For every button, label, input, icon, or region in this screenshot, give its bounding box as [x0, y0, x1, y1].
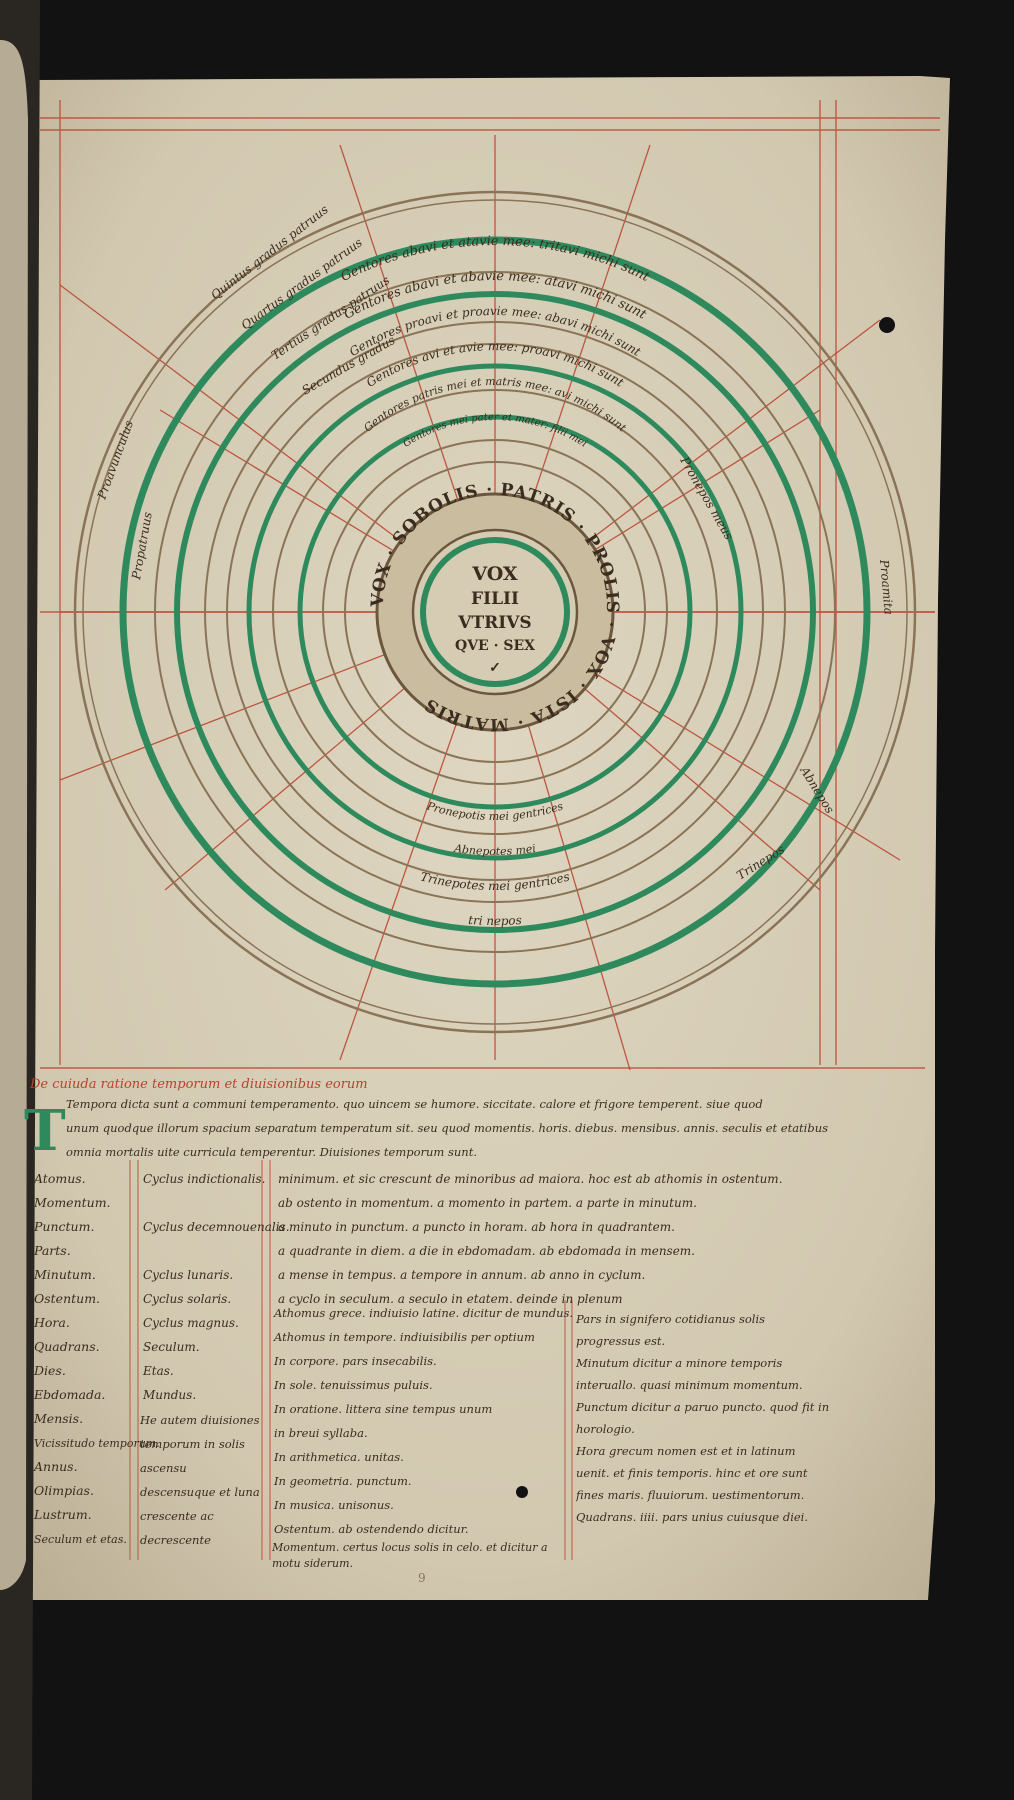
col3-line: a mense in tempus. a tempore in annum. a…: [278, 1268, 645, 1282]
paragraph-line: omnia mortalis uite curricula temperentu…: [66, 1145, 477, 1159]
col1-item: Annus.: [33, 1459, 78, 1474]
definition-right-item: Hora grecum nomen est et in latinum ueni…: [576, 1444, 808, 1502]
definition-right-item: Minutum dicitur a minore temporis interu…: [576, 1356, 803, 1392]
col2-note-box: He autem diuisiones temporum in solis as…: [140, 1413, 260, 1558]
ring-ochre: [272, 389, 718, 835]
ring-ochre: [226, 343, 764, 881]
definition-line: Ostentum. ab ostendendo dicitur.: [274, 1522, 469, 1536]
ring-green: [297, 414, 693, 810]
paragraph-line: unum quodque illorum spacium separatum t…: [66, 1121, 828, 1135]
col1-item: Hora.: [33, 1315, 70, 1330]
col1-item: Momentum.: [33, 1195, 111, 1210]
col3-line: a minuto in punctum. a puncto in horam. …: [278, 1220, 675, 1234]
col1-item: Atomus.: [33, 1171, 86, 1186]
col2-item: Etas.: [142, 1364, 174, 1378]
paragraph-line: Tempora dicta sunt a communi temperament…: [66, 1097, 763, 1111]
wormhole: [516, 1486, 528, 1498]
ring-ochre: [204, 321, 786, 903]
definition-right-item: Quadrans. iiii. pars unius cuiusque diei…: [576, 1510, 809, 1524]
col1-item: Parts.: [33, 1243, 71, 1258]
definition-line: In corpore. pars insecabilis.: [273, 1354, 437, 1368]
center-core-line: VTRIVS: [457, 613, 531, 633]
ruling-lines: [40, 100, 940, 1069]
center-core-line: ✓: [489, 660, 501, 676]
ring-inscription-lower: Abnepotes mei: [452, 842, 536, 858]
ring-ochre: [154, 271, 836, 953]
concentric-rings: [73, 190, 917, 1034]
ring-green: [119, 236, 871, 988]
page-body: [0, 0, 950, 1800]
ring-green: [174, 291, 816, 933]
col1-item: Quadrans.: [34, 1339, 100, 1354]
definition-line: In sole. tenuissimus puluis.: [273, 1378, 433, 1392]
definition-line: In arithmetica. unitas.: [273, 1450, 404, 1464]
col1-item: Olimpias.: [34, 1483, 94, 1498]
col1-item: Ebdomada.: [33, 1387, 105, 1402]
ring-ochre: [344, 461, 646, 763]
col1-item: Punctum.: [33, 1219, 94, 1234]
opening-paragraph: T Tempora dicta sunt a communi temperame…: [24, 1097, 828, 1164]
col1-item: Lustrum.: [33, 1507, 92, 1522]
col2-item: Cyclus magnus.: [143, 1316, 239, 1330]
column-time-divisions: Atomus. Momentum. Punctum. Parts. Minutu…: [33, 1171, 160, 1546]
ring-ochre: [322, 439, 668, 785]
definitions-right-box: Pars in signifero cotidianus solis progr…: [576, 1308, 831, 1528]
col1-item: Vicissitudo temporum.: [34, 1437, 160, 1450]
definition-line: Momentum. certus locus solis in celo. et…: [272, 1541, 548, 1570]
initial-T: T: [24, 1098, 66, 1164]
col3-line: minimum. et sic crescunt de minoribus ad…: [278, 1172, 783, 1186]
col1-item: Ostentum.: [34, 1291, 100, 1306]
column-progression: minimum. et sic crescunt de minoribus ad…: [278, 1172, 783, 1306]
center-core-line: VOX: [471, 563, 518, 585]
center-green-ring: [420, 537, 570, 687]
rubric-heading: De cuiuda ratione temporum et diuisionib…: [29, 1077, 368, 1092]
definition-line: In geometria. punctum.: [273, 1474, 412, 1488]
definition-line: Athomus in tempore. indiuisibilis per op…: [273, 1330, 535, 1344]
col2-item: Cyclus lunaris.: [143, 1268, 233, 1282]
col3-line: a quadrante in diem. a die in ebdomadam.…: [278, 1244, 695, 1258]
center-core-line: QVE · SEX: [455, 638, 535, 654]
column-rulings: [129, 1160, 573, 1560]
col2-item: Cyclus decemnouenalis.: [143, 1220, 290, 1234]
parchment-leaf: [28, 76, 950, 1600]
center-core-line: FILII: [471, 589, 519, 609]
col1-item: Dies.: [33, 1363, 66, 1378]
ring-outer: [82, 199, 908, 1025]
definition-right-item: Punctum dicitur a paruo puncto. quod fit…: [576, 1400, 830, 1436]
col2-item: Mundus.: [142, 1388, 196, 1402]
definition-line: Athomus grece. indiuisio latine. dicitur…: [273, 1306, 573, 1320]
col2-item: Cyclus solaris.: [143, 1292, 231, 1306]
ring-inscription-lower: tri nepos: [468, 913, 522, 928]
previous-leaf-edge: [0, 40, 28, 1590]
col1-item: Minutum.: [33, 1267, 96, 1282]
col1-item: Seculum et etas.: [34, 1533, 127, 1546]
col2-item: Seculum.: [143, 1340, 200, 1354]
wormhole: [879, 317, 895, 333]
column-cycles: Cyclus indictionalis. Cyclus decemnouena…: [140, 1172, 290, 1558]
folio-number: 9: [418, 1571, 426, 1585]
ring-green: [246, 363, 744, 861]
degree-label: Proamita: [877, 558, 896, 615]
center-medallion: VOX · SOBOLIS · PATRIS · PROLIS · VOX · …: [368, 480, 621, 734]
definitions-left: Athomus grece. indiuisio latine. dicitur…: [273, 1306, 573, 1536]
definition-line: In oratione. littera sine tempus unum: [273, 1402, 492, 1416]
center-inner-outline: [411, 528, 579, 696]
col3-line: ab ostento in momentum. a momento in par…: [278, 1196, 697, 1210]
definition-line: In musica. unisonus.: [273, 1498, 394, 1512]
col1-item: Mensis.: [33, 1411, 83, 1426]
ring-outer: [73, 190, 917, 1034]
definition-last-box: Momentum. certus locus solis in celo. et…: [272, 1541, 548, 1570]
col3-line: a cyclo in seculum. a seculo in etatem. …: [278, 1292, 622, 1306]
definition-right-item: Pars in signifero cotidianus solis progr…: [576, 1312, 766, 1348]
col2-item: Cyclus indictionalis.: [143, 1172, 265, 1186]
col2-note: He autem diuisiones temporum in solis as…: [140, 1413, 260, 1558]
definitions-right: Pars in signifero cotidianus solis progr…: [576, 1308, 831, 1528]
definition-line: in breui syllaba.: [274, 1426, 368, 1440]
